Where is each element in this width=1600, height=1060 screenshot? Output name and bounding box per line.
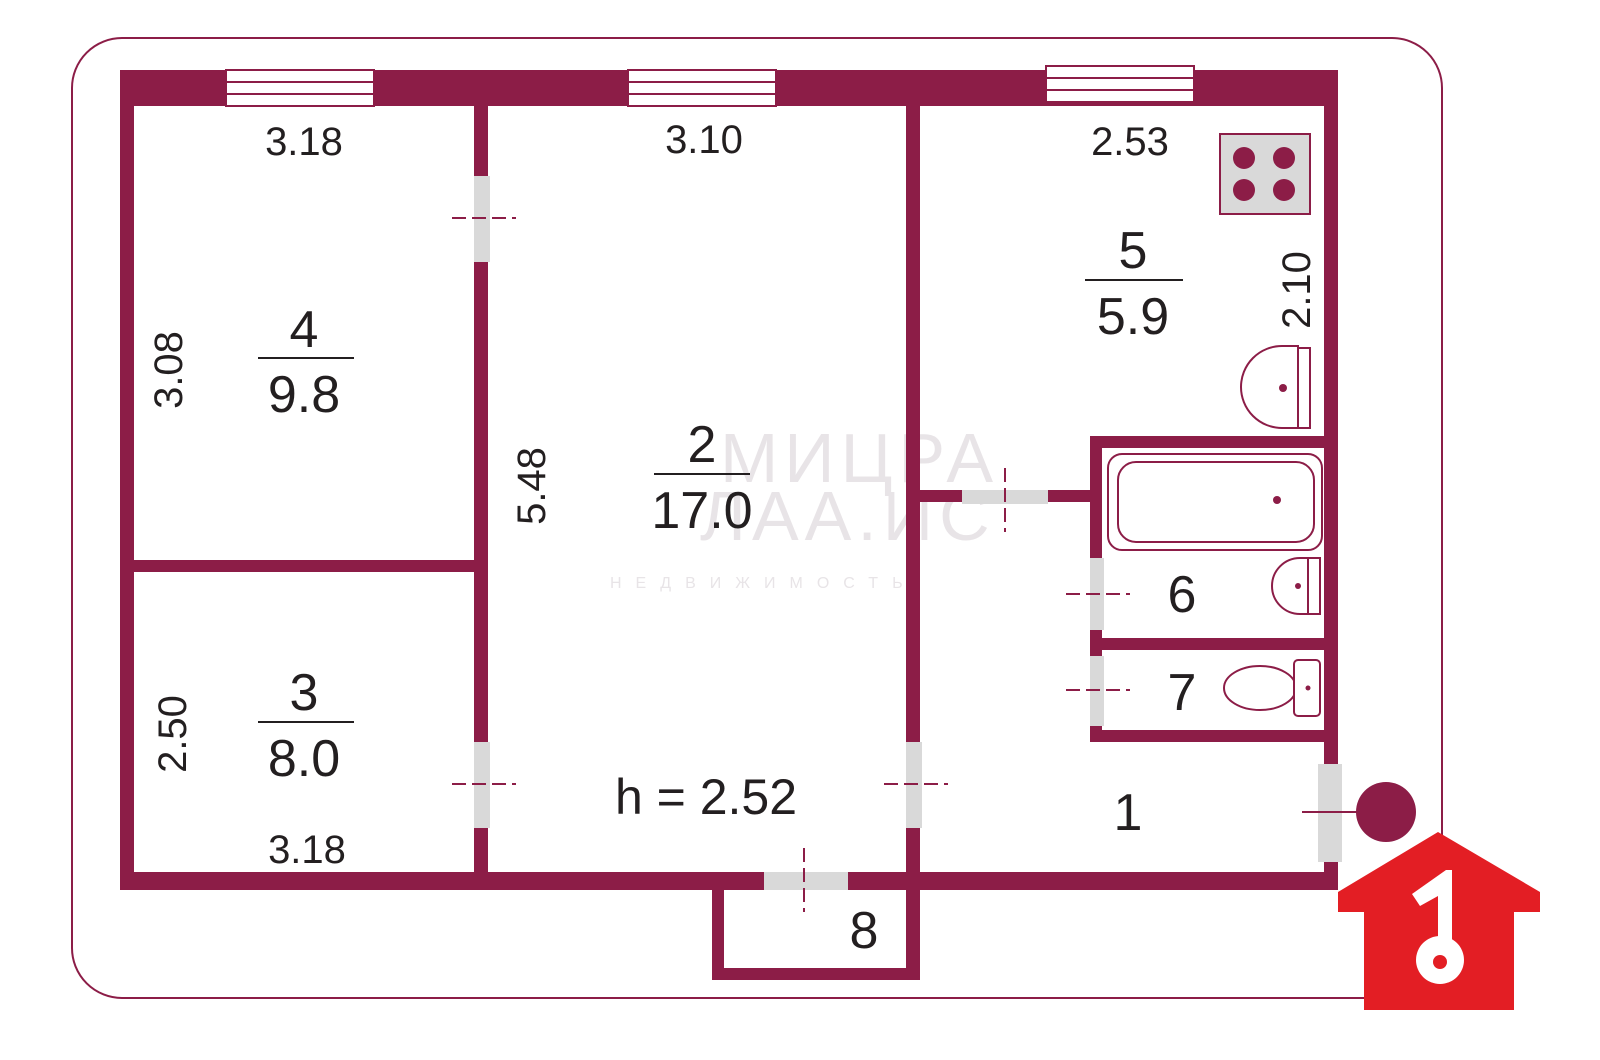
door-room5 <box>962 468 1048 532</box>
logo-key-house-icon <box>1338 832 1540 1010</box>
window-room2 <box>627 69 777 107</box>
room-4-number: 4 <box>290 301 319 359</box>
dim-room4-height: 3.08 <box>147 331 191 409</box>
balcony-left <box>712 890 724 980</box>
dim-room5-height: 2.10 <box>1275 251 1319 329</box>
watermark-line1: МИЦРА <box>720 419 999 497</box>
dim-room5-width: 2.53 <box>1091 120 1169 164</box>
room-2-area: 17.0 <box>651 482 752 540</box>
wall-room4-room2 <box>474 106 488 872</box>
room-6-number: 6 <box>1168 566 1197 624</box>
wall-bath-wc <box>1102 638 1324 650</box>
wall-bottom <box>120 872 1338 890</box>
sink-icon <box>1271 557 1321 615</box>
room-5-area: 5.9 <box>1097 288 1169 346</box>
room-5-label: 5 5.9 <box>1085 222 1183 346</box>
wall-room4-room3 <box>134 560 474 572</box>
room-2-label: 2 17.0 <box>651 416 752 540</box>
room-4-label: 4 9.8 <box>258 301 354 424</box>
door-room3 <box>452 742 516 828</box>
room-3-area: 8.0 <box>268 730 340 788</box>
door-room7 <box>1066 656 1130 726</box>
wall-left <box>120 70 134 890</box>
window-room5 <box>1045 65 1195 103</box>
stove-icon <box>1219 133 1311 215</box>
room-3-label: 3 8.0 <box>258 664 354 788</box>
plan-frame <box>71 37 1443 999</box>
wall-right <box>1324 70 1338 890</box>
dim-room3-width: 3.18 <box>268 828 346 872</box>
wall-room2-room5 <box>906 106 920 872</box>
room-1-number: 1 <box>1114 784 1143 842</box>
dim-room2-width: 3.10 <box>665 118 743 162</box>
door-room2 <box>884 742 948 828</box>
entrance-marker-icon <box>1356 782 1416 842</box>
balcony-bottom <box>712 968 920 980</box>
balcony-right <box>906 890 920 980</box>
door-room6 <box>1066 558 1130 630</box>
dim-room3-height: 2.50 <box>151 695 195 773</box>
doors <box>452 176 1370 912</box>
room-8-number: 8 <box>850 902 879 960</box>
window-room4 <box>225 69 375 107</box>
room-7-number: 7 <box>1168 664 1197 722</box>
wall-bath-top <box>1090 436 1324 448</box>
ceiling-height: h = 2.52 <box>615 769 797 825</box>
sink-icon <box>1240 345 1311 429</box>
door-room4 <box>452 176 516 262</box>
room-4-area: 9.8 <box>268 366 340 424</box>
door-balcony <box>764 848 848 912</box>
room-3-number: 3 <box>290 664 319 722</box>
dim-room2-height: 5.48 <box>510 447 554 525</box>
room-5-number: 5 <box>1119 222 1148 280</box>
room-2-number: 2 <box>688 416 717 474</box>
dim-room4-width: 3.18 <box>265 120 343 164</box>
watermark-line3: НЕДВИЖИМОСТЬ <box>610 575 917 592</box>
windows <box>225 65 1195 107</box>
toilet-icon <box>1223 659 1321 717</box>
wall-wc-bottom <box>1090 730 1324 742</box>
bathtub-icon <box>1107 453 1323 551</box>
